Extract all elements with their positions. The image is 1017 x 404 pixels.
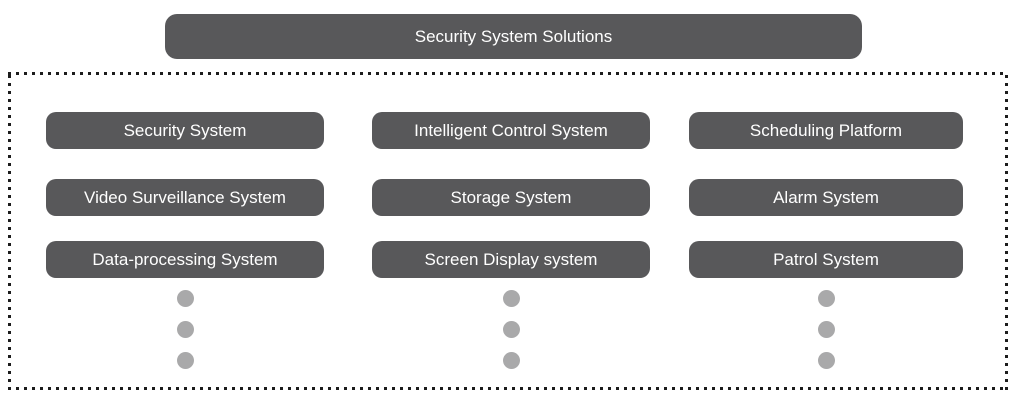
node-screen-display-system: Screen Display system [372, 241, 650, 278]
title-banner: Security System Solutions [165, 14, 862, 59]
ellipsis-dot [817, 321, 835, 338]
ellipsis-dot [176, 321, 194, 338]
node-alarm-system: Alarm System [689, 179, 963, 216]
node-patrol-system: Patrol System [689, 241, 963, 278]
column-security-system: Security System Video Surveillance Syste… [46, 72, 324, 369]
ellipsis-dot [817, 290, 835, 307]
ellipsis-column-1 [176, 290, 194, 369]
ellipsis-column-3 [817, 290, 835, 369]
node-video-surveillance-system: Video Surveillance System [46, 179, 324, 216]
ellipsis-column-2 [502, 290, 520, 369]
column-intelligent-control: Intelligent Control System Storage Syste… [372, 72, 650, 369]
node-intelligent-control-system: Intelligent Control System [372, 112, 650, 149]
diagram-title: Security System Solutions [414, 26, 613, 46]
ellipsis-dot [502, 352, 520, 369]
column-scheduling-platform: Scheduling Platform Alarm System Patrol … [689, 72, 963, 369]
node-storage-system: Storage System [372, 179, 650, 216]
node-scheduling-platform: Scheduling Platform [689, 112, 963, 149]
ellipsis-dot [817, 352, 835, 369]
ellipsis-dot [502, 290, 520, 307]
node-security-system: Security System [46, 112, 324, 149]
ellipsis-dot [176, 290, 194, 307]
solutions-panel: Security System Video Surveillance Syste… [8, 72, 1008, 390]
node-data-processing-system: Data-processing System [46, 241, 324, 278]
ellipsis-dot [176, 352, 194, 369]
ellipsis-dot [502, 321, 520, 338]
